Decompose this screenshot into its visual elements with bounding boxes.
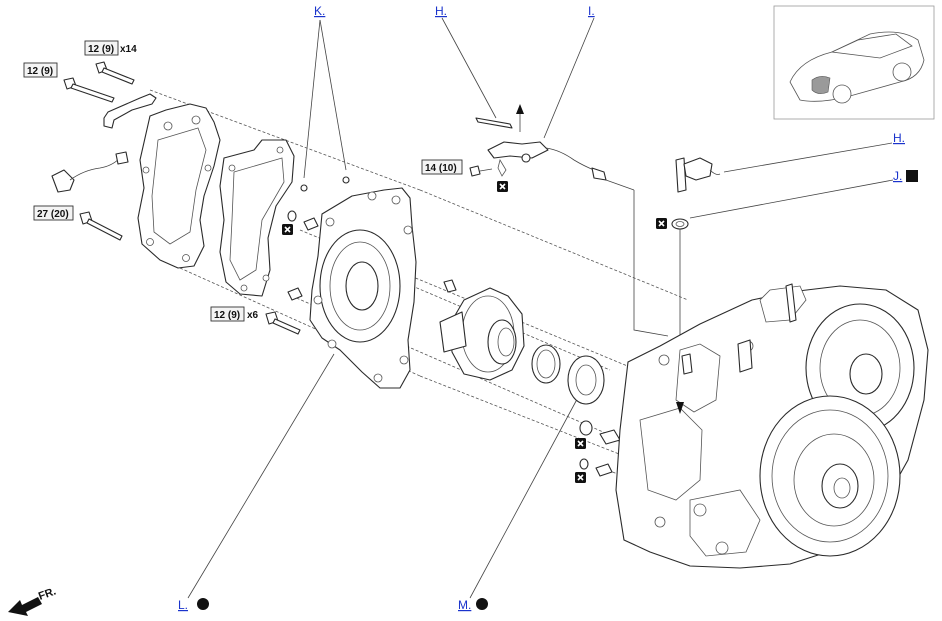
torque-label-t4: 12 (9) x6 — [210, 306, 259, 322]
oil-seal-1 — [531, 344, 561, 384]
dowel-pin-1 — [303, 217, 319, 231]
bracket — [103, 93, 157, 129]
torque-label-t1: 12 (9) x14 — [84, 40, 137, 56]
ref-link-h-right[interactable]: H. — [893, 131, 905, 145]
speed-sensor-left — [51, 151, 129, 193]
gasket-plate — [219, 139, 295, 297]
svg-text:27 (20): 27 (20) — [37, 209, 69, 220]
svg-text:x6: x6 — [247, 310, 259, 321]
oil-pump-rotor — [439, 279, 525, 381]
bolt-group-left — [63, 61, 301, 335]
ref-link-j[interactable]: J. — [893, 169, 902, 183]
torque-label-t2: 12 (9) — [23, 62, 58, 78]
ref-link-l[interactable]: L. — [178, 598, 188, 612]
bolt-x14 — [95, 61, 135, 85]
front-arrow-icon: FR. — [8, 585, 58, 616]
torque-label-t5: 14 (10) — [421, 159, 463, 175]
ref-link-h-top[interactable]: H. — [435, 4, 447, 18]
o-ring-small — [287, 210, 297, 222]
svg-text:x14: x14 — [120, 44, 137, 55]
transmission-cover — [309, 187, 417, 389]
speed-sensor-right — [675, 157, 721, 193]
dowel-pin-2 — [287, 287, 303, 301]
vehicle-location-inset — [773, 5, 935, 120]
solid-square-icon — [906, 170, 918, 182]
torque-label-t3: 27 (20) — [33, 205, 74, 221]
dowel-pin-right-1 — [599, 429, 621, 445]
leader-lines — [187, 17, 894, 599]
oil-seal-2 — [567, 355, 605, 405]
replace-part-icon — [575, 438, 586, 449]
replace-part-icon — [656, 218, 667, 229]
o-ring-right-2 — [579, 458, 589, 470]
svg-text:12 (9): 12 (9) — [88, 44, 114, 55]
svg-text:12 (9): 12 (9) — [214, 310, 240, 321]
ref-link-k[interactable]: K. — [314, 4, 325, 18]
shift-lever-assembly — [469, 104, 607, 181]
svg-text:14 (10): 14 (10) — [425, 163, 457, 174]
bolt-long — [63, 77, 115, 103]
small-pin-1 — [300, 184, 308, 192]
replace-part-icon — [497, 181, 508, 192]
sensor-washer — [671, 218, 689, 230]
replace-part-icon — [575, 472, 586, 483]
ref-link-m[interactable]: M. — [458, 598, 471, 612]
small-pin-2 — [342, 176, 350, 184]
bolt-x6 — [265, 311, 301, 335]
dowel-pin-right-2 — [595, 463, 613, 477]
ref-link-i[interactable]: I. — [588, 4, 595, 18]
solid-dot-icon — [197, 598, 209, 610]
replace-part-icon — [282, 224, 293, 235]
bolt-27 — [79, 211, 123, 241]
o-ring-right-1 — [579, 420, 593, 436]
front-direction-label: FR. — [37, 585, 58, 602]
transmission-case — [615, 283, 929, 569]
housing-plate-left — [137, 103, 221, 269]
solid-dot-icon — [476, 598, 488, 610]
svg-text:12 (9): 12 (9) — [27, 66, 53, 77]
